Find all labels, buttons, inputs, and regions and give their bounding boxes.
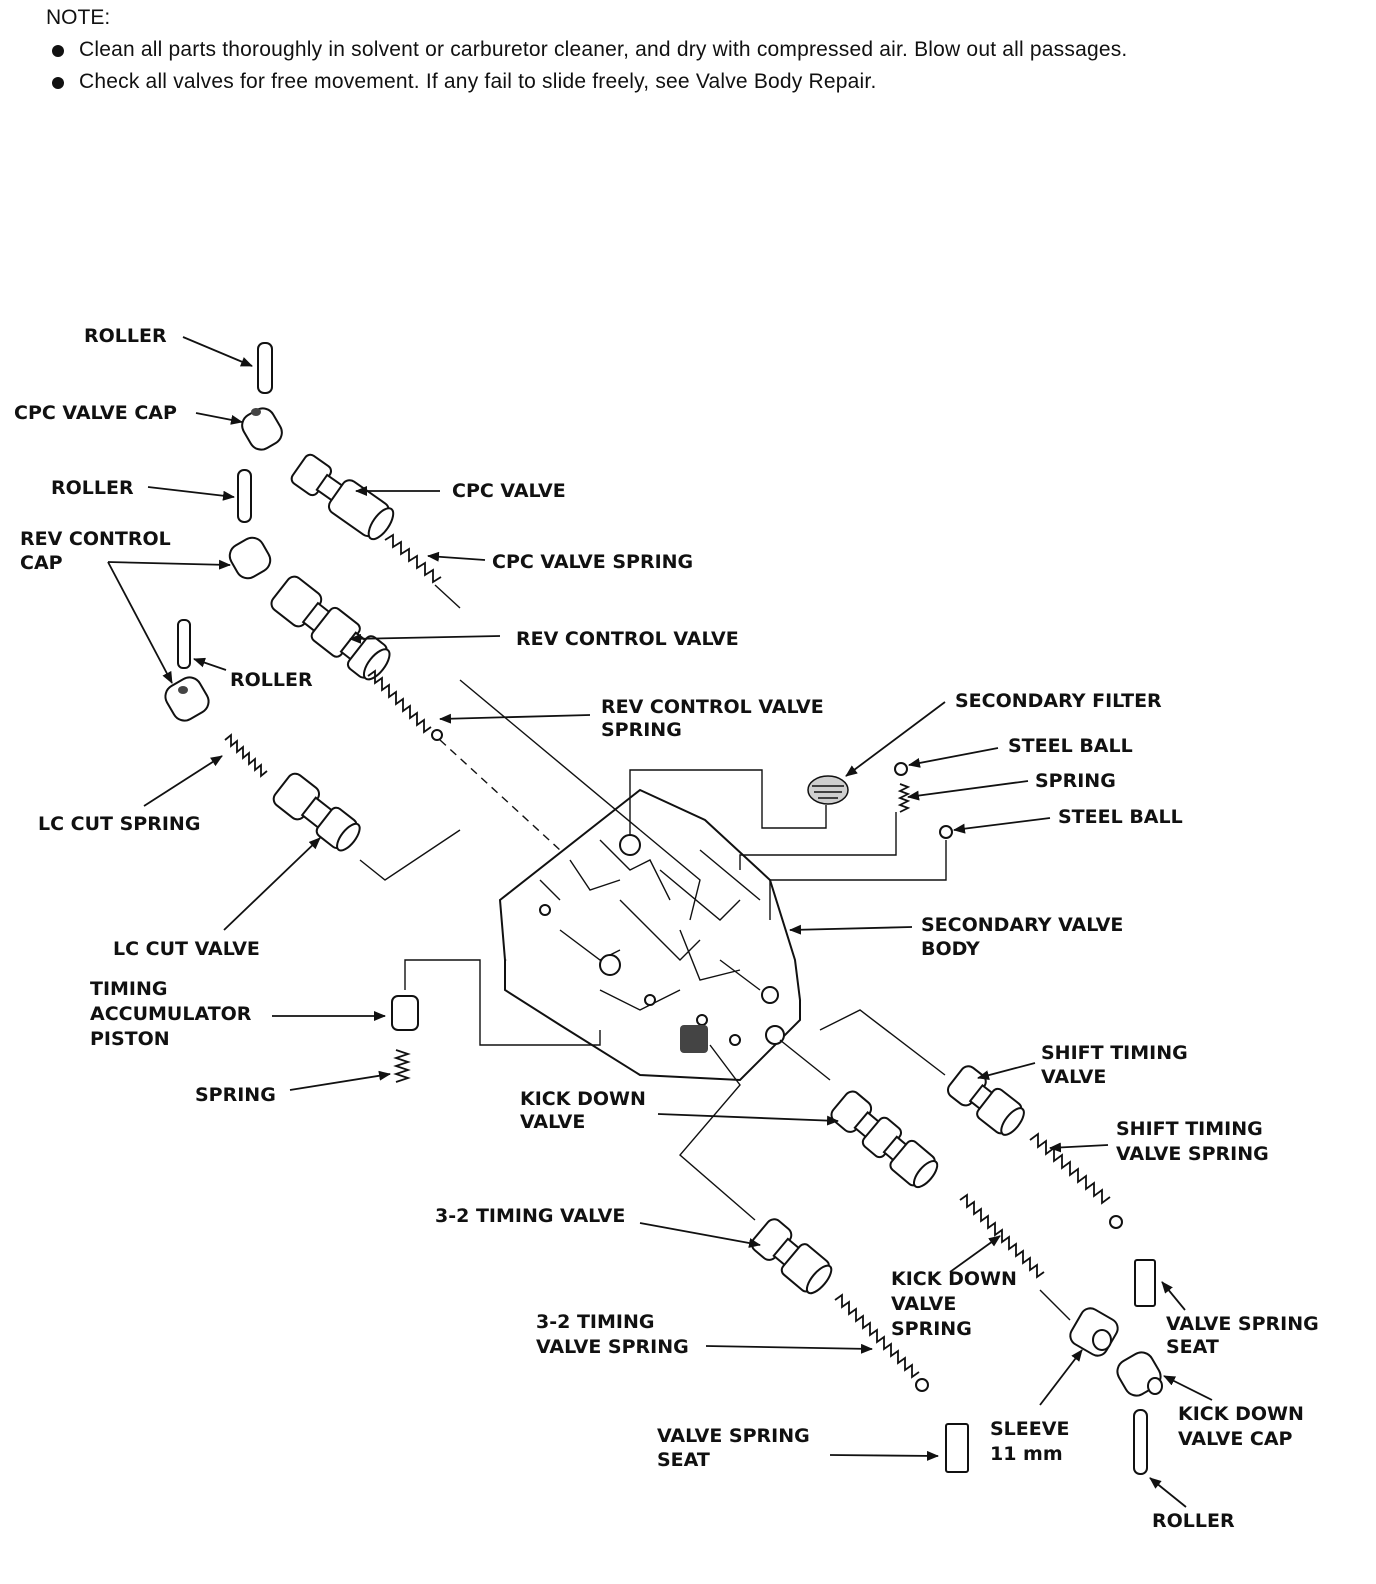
label-rev-control-valve-spring-line-1: REV CONTROL VALVE [601,696,824,718]
shift-timing-valve-part [946,1065,1025,1136]
label-kick-down-valve-cap-line-2: VALVE CAP [1178,1428,1293,1450]
label-secondary-filter: SECONDARY FILTER [955,690,1162,712]
label-steel-ball-2: STEEL BALL [1058,806,1183,828]
label-steel-ball-1: STEEL BALL [1008,735,1133,757]
lc-cut-valve-part [272,772,361,852]
label-shift-timing-valve-spring-line-1: SHIFT TIMING [1116,1118,1263,1140]
label-timing-accumulator-piston-line-2: ACCUMULATOR [90,1003,252,1025]
label-rev-control-cap-line-1: REV CONTROL [20,528,171,550]
label-roller-3: ROLLER [230,669,313,691]
roller-part-4 [1133,1409,1148,1475]
label-roller-1: ROLLER [84,325,167,347]
timing-valve-3-2-part [750,1218,833,1295]
label-timing-valve-3-2: 3-2 TIMING VALVE [435,1205,625,1227]
label-kick-down-valve-cap-line-1: KICK DOWN [1178,1403,1304,1425]
guide-lines [359,584,1071,1321]
rev-control-cap-part-2 [164,676,210,722]
label-timing-accumulator-piston-line-3: PISTON [90,1028,170,1050]
label-valve-spring-seat-2-line-1: VALVE SPRING [657,1425,810,1447]
timing-accumulator-piston-part [391,995,419,1031]
label-valve-spring-seat-2-line-2: SEAT [657,1449,710,1471]
label-timing-accumulator-piston-line-1: TIMING [90,978,168,1000]
label-timing-valve-spring-3-2-line-1: 3-2 TIMING [536,1311,654,1333]
label-spring-1: SPRING [1035,770,1116,792]
labels: ROLLER CPC VALVE CAP ROLLER CPC VALVE RE… [14,325,1319,1532]
label-secondary-valve-body-line-2: BODY [921,938,980,960]
note-bullet-1: Clean all parts thoroughly in solvent or… [46,36,1246,64]
label-secondary-valve-body-line-1: SECONDARY VALVE [921,914,1123,936]
cpc-valve-part [290,453,395,541]
label-sleeve-line-2: 11 mm [990,1443,1063,1465]
bullet-icon [52,45,64,57]
label-kick-down-valve-spring-line-2: VALVE [891,1293,956,1315]
sleeve-part [1069,1307,1119,1357]
label-rev-control-valve-spring-line-2: SPRING [601,719,682,741]
rev-control-valve-part [270,575,391,681]
roller-part-3 [177,619,191,669]
spring-part-1 [897,783,911,813]
label-cpc-valve: CPC VALVE [452,480,566,502]
label-kick-down-valve-line-1: KICK DOWN [520,1088,646,1110]
label-shift-timing-valve-line-2: VALVE [1041,1066,1106,1088]
label-roller-4: ROLLER [1152,1510,1235,1532]
steel-ball-part-2 [939,825,953,839]
label-valve-spring-seat-1-line-1: VALVE SPRING [1166,1313,1319,1335]
cpc-valve-spring-part [384,533,442,584]
label-spring-2: SPRING [195,1084,276,1106]
label-kick-down-valve-spring-line-1: KICK DOWN [891,1268,1017,1290]
label-lc-cut-spring: LC CUT SPRING [38,813,200,835]
note-heading: NOTE: [46,6,111,29]
label-shift-timing-valve-line-1: SHIFT TIMING [1041,1042,1188,1064]
label-kick-down-valve-line-2: VALVE [520,1111,585,1133]
secondary-filter-part [807,775,849,805]
label-cpc-valve-cap: CPC VALVE CAP [14,402,177,424]
label-sleeve-line-1: SLEEVE [990,1418,1069,1440]
note-bullet-text: Clean all parts thoroughly in solvent or… [79,38,1128,61]
label-roller-2: ROLLER [51,477,134,499]
note-bullet-2: Check all valves for free movement. If a… [46,68,1246,96]
rev-control-cap-part [228,536,272,580]
label-valve-spring-seat-1-line-2: SEAT [1166,1336,1219,1358]
kick-down-valve-cap-part [1116,1351,1163,1397]
kick-down-valve-part [830,1090,939,1189]
lc-cut-spring-part [224,733,268,778]
label-cpc-valve-spring: CPC VALVE SPRING [492,551,693,573]
parts [164,342,1163,1475]
note-block: NOTE: Clean all parts thoroughly in solv… [46,6,1246,100]
secondary-valve-body-part [498,788,802,1082]
steel-ball-part-1 [894,762,908,776]
label-timing-valve-spring-3-2-line-2: VALVE SPRING [536,1336,689,1358]
label-rev-control-valve: REV CONTROL VALVE [516,628,739,650]
valve-spring-seat-part-1 [1134,1259,1156,1307]
label-lc-cut-valve: LC CUT VALVE [113,938,260,960]
spring-part-2 [393,1049,411,1083]
label-rev-control-cap-line-2: CAP [20,552,63,574]
cpc-valve-cap-part [241,407,283,451]
timing-valve-spring-3-2-part [834,1293,929,1392]
leader-arrows [107,336,1213,1508]
shift-timing-valve-spring-part [1029,1132,1123,1229]
label-shift-timing-valve-spring-line-2: VALVE SPRING [1116,1143,1269,1165]
bullet-icon [52,77,64,89]
kick-down-valve-spring-part [959,1193,1045,1279]
note-bullet-text: Check all valves for free movement. If a… [79,70,877,93]
valve-spring-seat-part-2 [945,1423,969,1473]
roller-part-1 [257,342,273,394]
rev-control-valve-spring-part [367,669,443,741]
roller-part-2 [237,469,252,523]
note-list: Clean all parts thoroughly in solvent or… [46,36,1246,96]
label-kick-down-valve-spring-line-3: SPRING [891,1318,972,1340]
